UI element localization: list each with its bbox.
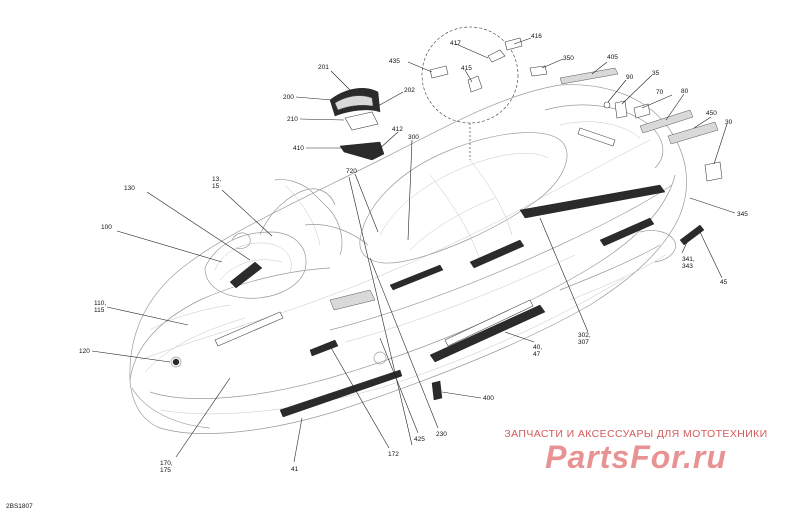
callout-110-115: 110,115 bbox=[94, 300, 106, 314]
callout-80: 80 bbox=[681, 88, 689, 95]
callout-412: 412 bbox=[392, 126, 403, 133]
callout-341-343: 341,343 bbox=[682, 256, 695, 270]
callout-410: 410 bbox=[293, 145, 304, 152]
callout-120: 120 bbox=[79, 348, 90, 355]
callout-labels: 201 200 202 210 410 412 300 435 417 415 … bbox=[79, 33, 748, 474]
callout-230: 230 bbox=[436, 431, 447, 438]
callout-30: 30 bbox=[725, 119, 733, 126]
callout-100: 100 bbox=[101, 224, 112, 231]
callout-450: 450 bbox=[706, 110, 717, 117]
callout-172: 172 bbox=[388, 451, 399, 458]
callout-720: 720 bbox=[346, 168, 357, 175]
callout-302-307: 302,307 bbox=[578, 332, 591, 346]
callout-13-15: 13,15 bbox=[212, 176, 221, 190]
callout-210: 210 bbox=[287, 116, 298, 123]
exploded-decals-left bbox=[329, 88, 385, 161]
callout-300: 300 bbox=[408, 134, 419, 141]
watercraft-drawing bbox=[129, 84, 687, 434]
callout-435: 435 bbox=[389, 58, 400, 65]
callout-350: 350 bbox=[563, 55, 574, 62]
callout-170-175: 170,175 bbox=[160, 460, 173, 474]
callout-400: 400 bbox=[483, 395, 494, 402]
callout-35: 35 bbox=[652, 70, 660, 77]
callout-90: 90 bbox=[626, 74, 634, 81]
callout-416: 416 bbox=[531, 33, 542, 40]
hull-decals bbox=[214, 127, 705, 418]
callout-45: 45 bbox=[720, 279, 728, 286]
callout-202: 202 bbox=[404, 87, 415, 94]
callout-415: 415 bbox=[461, 65, 472, 72]
callout-200: 200 bbox=[283, 94, 294, 101]
callout-405: 405 bbox=[607, 54, 618, 61]
callout-130: 130 bbox=[124, 185, 135, 192]
callout-345: 345 bbox=[737, 211, 748, 218]
detail-circle bbox=[421, 26, 523, 160]
callout-425: 425 bbox=[414, 436, 425, 443]
leader-lines bbox=[91, 37, 736, 463]
callout-41: 41 bbox=[291, 466, 299, 473]
callout-417: 417 bbox=[450, 40, 461, 47]
drawing-id-label: 2BS1807 bbox=[6, 503, 33, 510]
callout-201: 201 bbox=[318, 64, 329, 71]
exploded-decals-right bbox=[529, 65, 723, 182]
callout-70: 70 bbox=[656, 89, 664, 96]
callout-40-47: 40,47 bbox=[533, 344, 542, 358]
